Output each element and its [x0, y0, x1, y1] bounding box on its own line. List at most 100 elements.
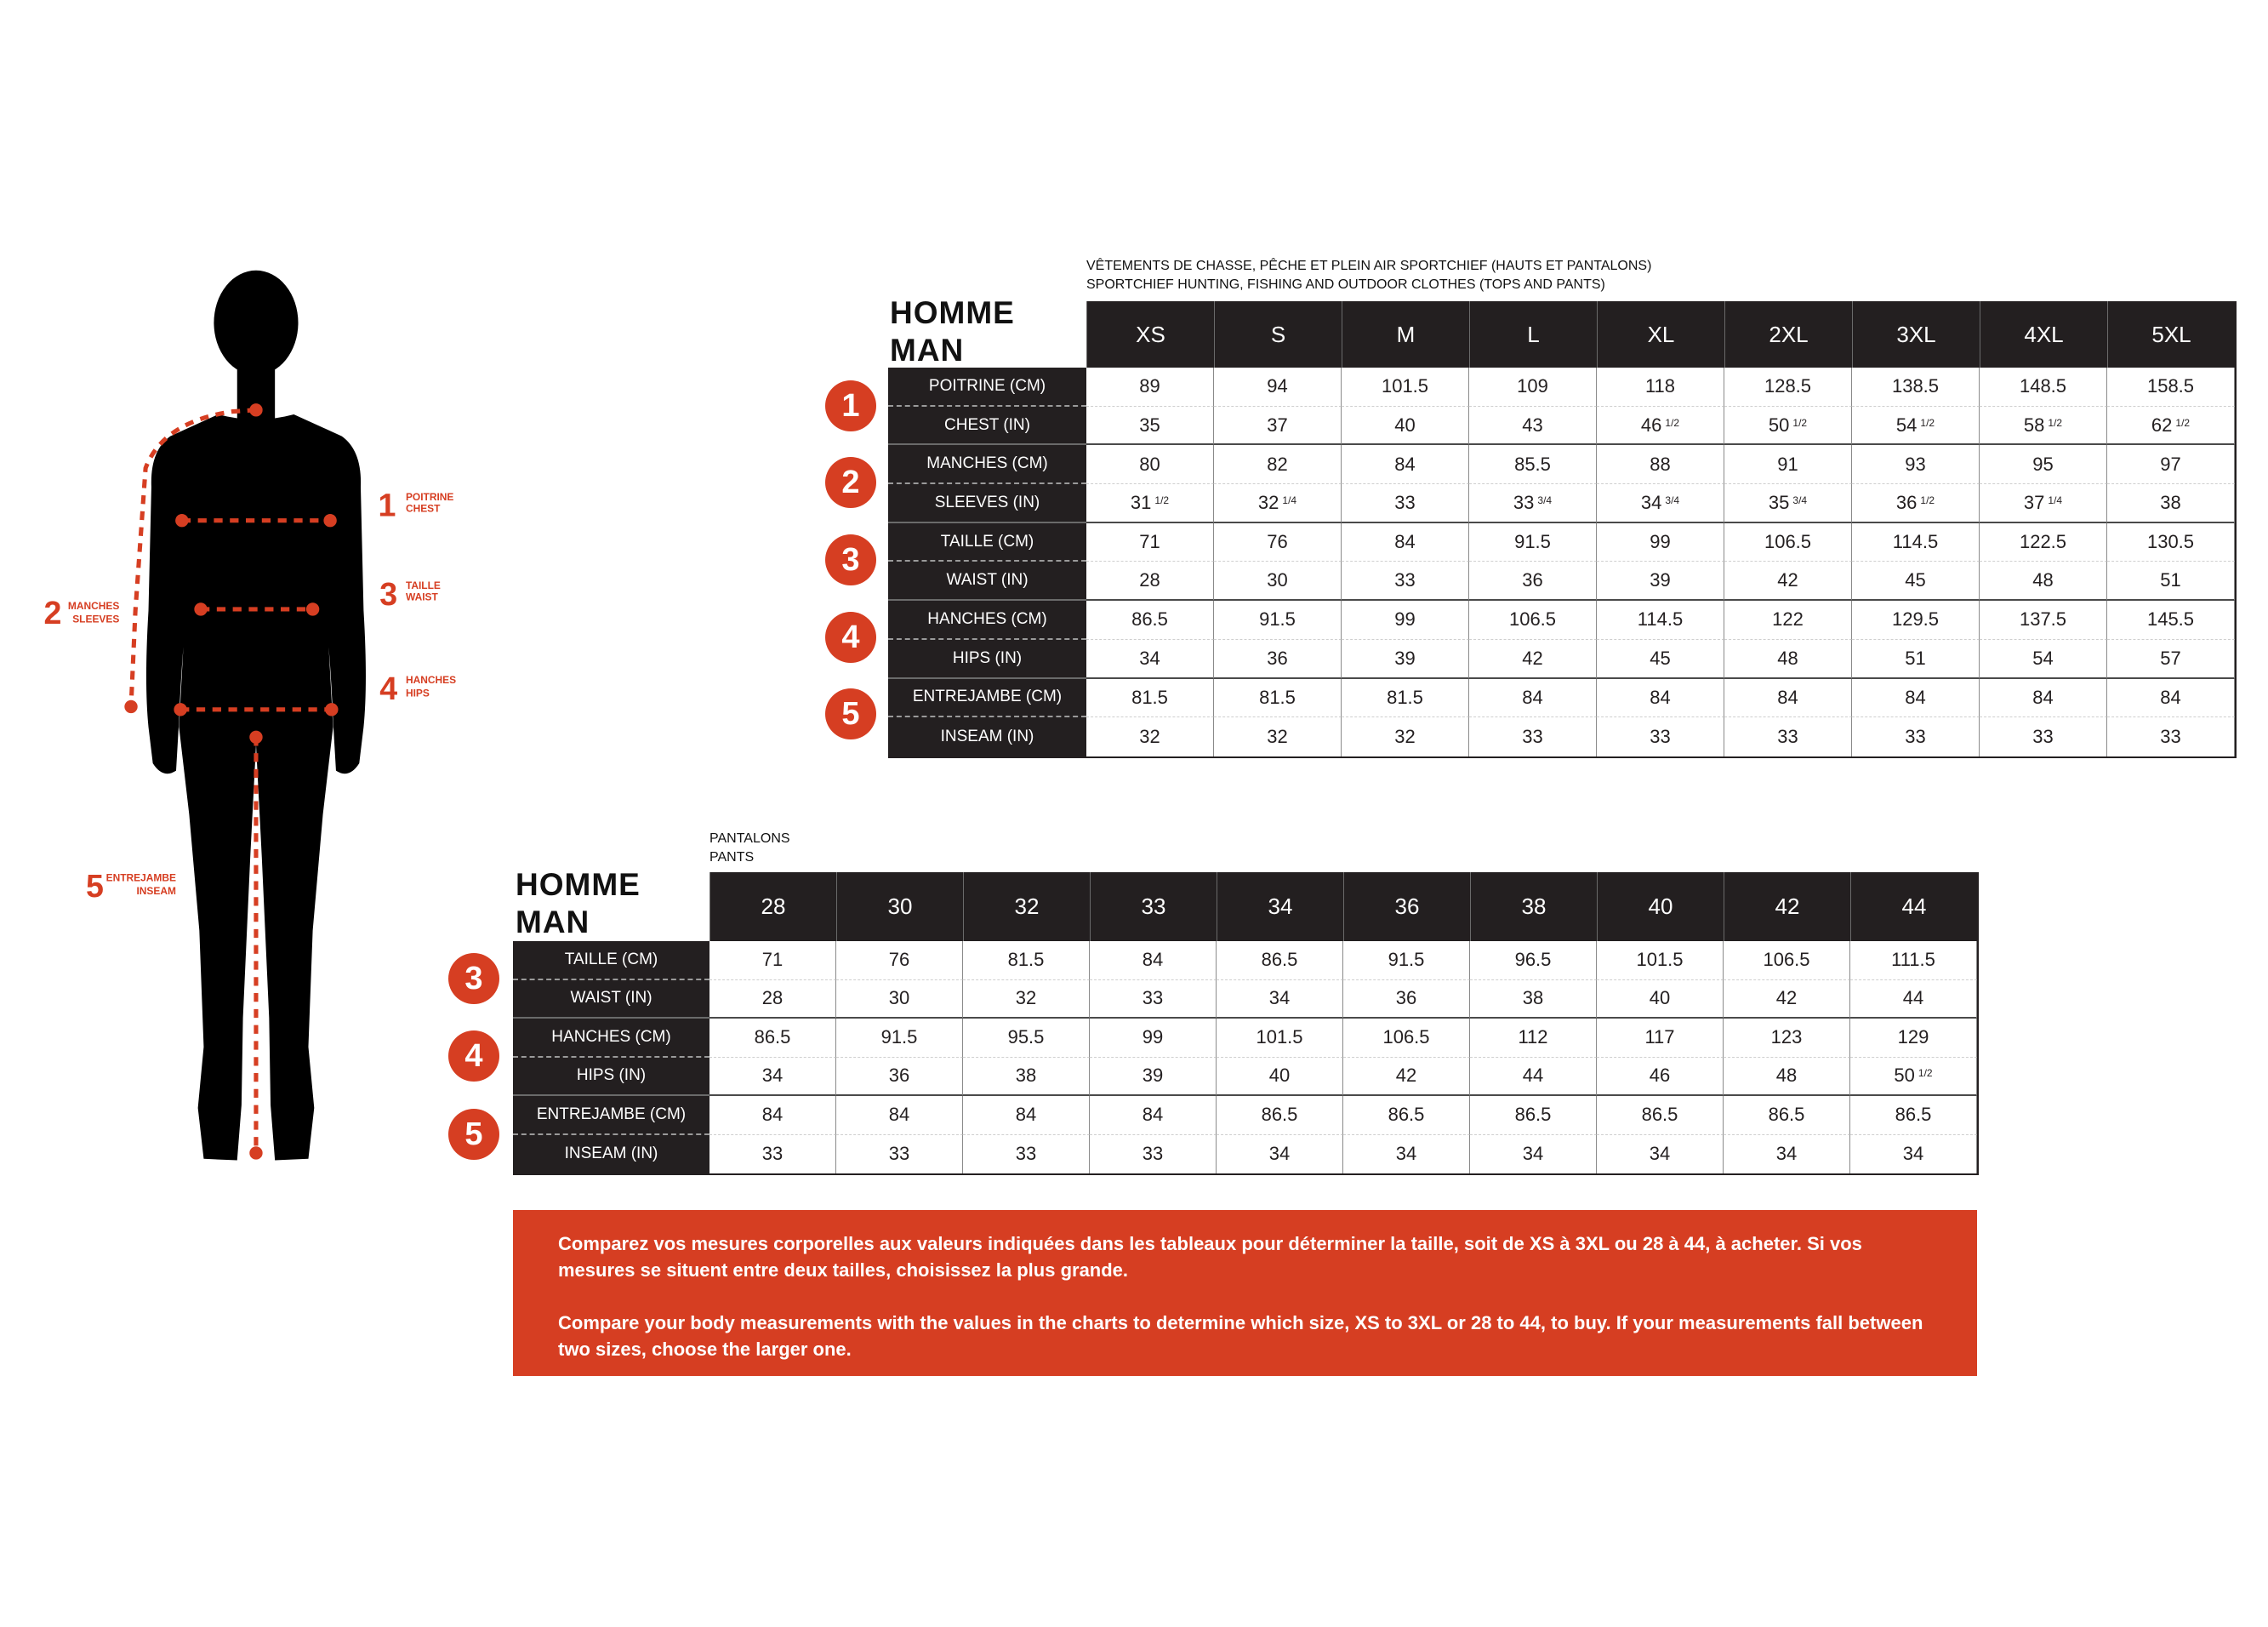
row-label: TAILLE (CM)	[888, 522, 1086, 562]
cell-value: 31	[1130, 491, 1152, 513]
cell-value: 86.5	[1131, 608, 1168, 631]
pants-subtitle: PANTALONS PANTS	[709, 830, 790, 867]
table-cell: 38	[2107, 484, 2235, 523]
cell-value: 33	[1394, 569, 1416, 591]
figure-label-2-en: SLEEVES	[72, 613, 119, 625]
size-header-44: 44	[1850, 872, 1977, 941]
table-cell: 33	[1597, 717, 1724, 756]
table-cell: 106.5	[1469, 601, 1597, 640]
cell-value: 44	[1902, 987, 1924, 1009]
table-cell: 35	[1086, 406, 1214, 446]
cell-value: 34	[1268, 1143, 1291, 1165]
table-cell: 95.5	[963, 1019, 1090, 1058]
table-cell: 80	[1086, 445, 1214, 485]
figure-label-1-number: 1	[378, 488, 396, 523]
cell-value: 36	[1895, 491, 1918, 513]
table-cell: 122	[1724, 601, 1852, 640]
table-cell: 84	[2107, 678, 2235, 718]
figure-label-3-fr: TAILLE	[406, 579, 441, 591]
cell-value: 89	[1139, 375, 1160, 397]
cell-value: 34	[1649, 1143, 1671, 1165]
size-advice-fr: Comparez vos mesures corporelles aux val…	[558, 1233, 1862, 1281]
table-cell: 97	[2107, 445, 2235, 485]
row-label: HANCHES (CM)	[513, 1019, 709, 1058]
cell-value: 34	[1775, 1143, 1798, 1165]
table-cell: 34	[1217, 1134, 1343, 1173]
table-cell: 84	[1090, 1096, 1217, 1135]
cell-value: 106.5	[1763, 949, 1810, 971]
table-cell: 33	[963, 1134, 1090, 1173]
tops-subtitle: VÊTEMENTS DE CHASSE, PÊCHE ET PLEIN AIR …	[1086, 257, 1651, 294]
row-label: TAILLE (CM)	[513, 941, 709, 980]
cell-value: 84	[1142, 949, 1164, 971]
cell-value: 91.5	[1259, 608, 1296, 631]
cell-value: 40	[1649, 987, 1671, 1009]
table-cell: 93	[1852, 445, 1980, 485]
table-cell: 117	[1597, 1019, 1724, 1058]
cell-value: 48	[1777, 647, 1798, 669]
cell-value: 46	[1649, 1065, 1671, 1087]
cell-value: 46	[1640, 414, 1662, 436]
cell-value: 45	[1650, 647, 1671, 669]
cell-value: 122	[1772, 608, 1804, 631]
table-cell: 84	[1724, 678, 1852, 718]
table-cell: 86.5	[1470, 1096, 1597, 1135]
table-cell: 34	[1343, 1134, 1470, 1173]
size-header-34: 34	[1217, 872, 1343, 941]
cell-fraction: 1/2	[1792, 416, 1808, 429]
table-cell: 48	[1724, 639, 1852, 679]
pants-subtitle-en: PANTS	[709, 850, 755, 865]
table-cell: 30	[836, 979, 963, 1019]
row-label: MANCHES (CM)	[888, 445, 1086, 485]
size-header-40: 40	[1597, 872, 1724, 941]
size-header-2xl: 2XL	[1724, 301, 1852, 368]
table-cell: 34	[1217, 979, 1343, 1019]
cell-value: 117	[1644, 1026, 1675, 1048]
table-cell: 33	[1090, 979, 1217, 1019]
table-cell: 95	[1980, 445, 2107, 485]
cell-value: 84	[761, 1104, 784, 1126]
table-cell: 39	[1090, 1057, 1217, 1096]
cell-value: 99	[1142, 1026, 1164, 1048]
table-cell: 34	[1850, 1134, 1977, 1173]
cell-value: 130.5	[2146, 531, 2195, 553]
table-cell: 84	[1980, 678, 2107, 718]
size-header-28: 28	[709, 872, 836, 941]
table-cell: 91.5	[1343, 941, 1470, 980]
table-cell: 81.5	[1086, 678, 1214, 718]
cell-value: 86.5	[1261, 1104, 1298, 1126]
row-label: POITRINE (CM)	[888, 368, 1086, 407]
cell-value: 33	[1142, 987, 1164, 1009]
cell-fraction: 3/4	[1537, 494, 1553, 506]
table-cell: 112	[1470, 1019, 1597, 1058]
badge-3: 3	[825, 534, 876, 585]
table-cell: 36	[1469, 562, 1597, 602]
size-header-42: 42	[1724, 872, 1850, 941]
cell-value: 34	[1522, 1143, 1544, 1165]
cell-value: 81.5	[1387, 686, 1423, 708]
figure-label-5-number: 5	[86, 868, 104, 904]
cell-value: 106.5	[1508, 608, 1557, 631]
table-cell: 57	[2107, 639, 2235, 679]
table-cell: 86.5	[1217, 941, 1343, 980]
table-cell: 138.5	[1852, 368, 1980, 407]
cell-value: 34	[1902, 1143, 1924, 1165]
table-cell: 91.5	[1214, 601, 1342, 640]
cell-value: 43	[1522, 414, 1543, 436]
table-cell: 32	[1086, 717, 1214, 756]
figure-label-5-en: INSEAM	[136, 885, 176, 897]
table-cell: 114.5	[1597, 601, 1724, 640]
cell-value: 33	[1513, 491, 1535, 513]
table-cell: 28	[709, 979, 836, 1019]
cell-fraction: 1/2	[1920, 416, 1935, 429]
table-cell: 30	[1214, 562, 1342, 602]
table-cell: 99	[1090, 1019, 1217, 1058]
cell-value: 86.5	[1641, 1104, 1678, 1126]
cell-value: 86.5	[1261, 949, 1298, 971]
cell-value: 71	[761, 949, 784, 971]
cell-value: 28	[761, 987, 784, 1009]
figure-label-2-number: 2	[43, 595, 61, 631]
